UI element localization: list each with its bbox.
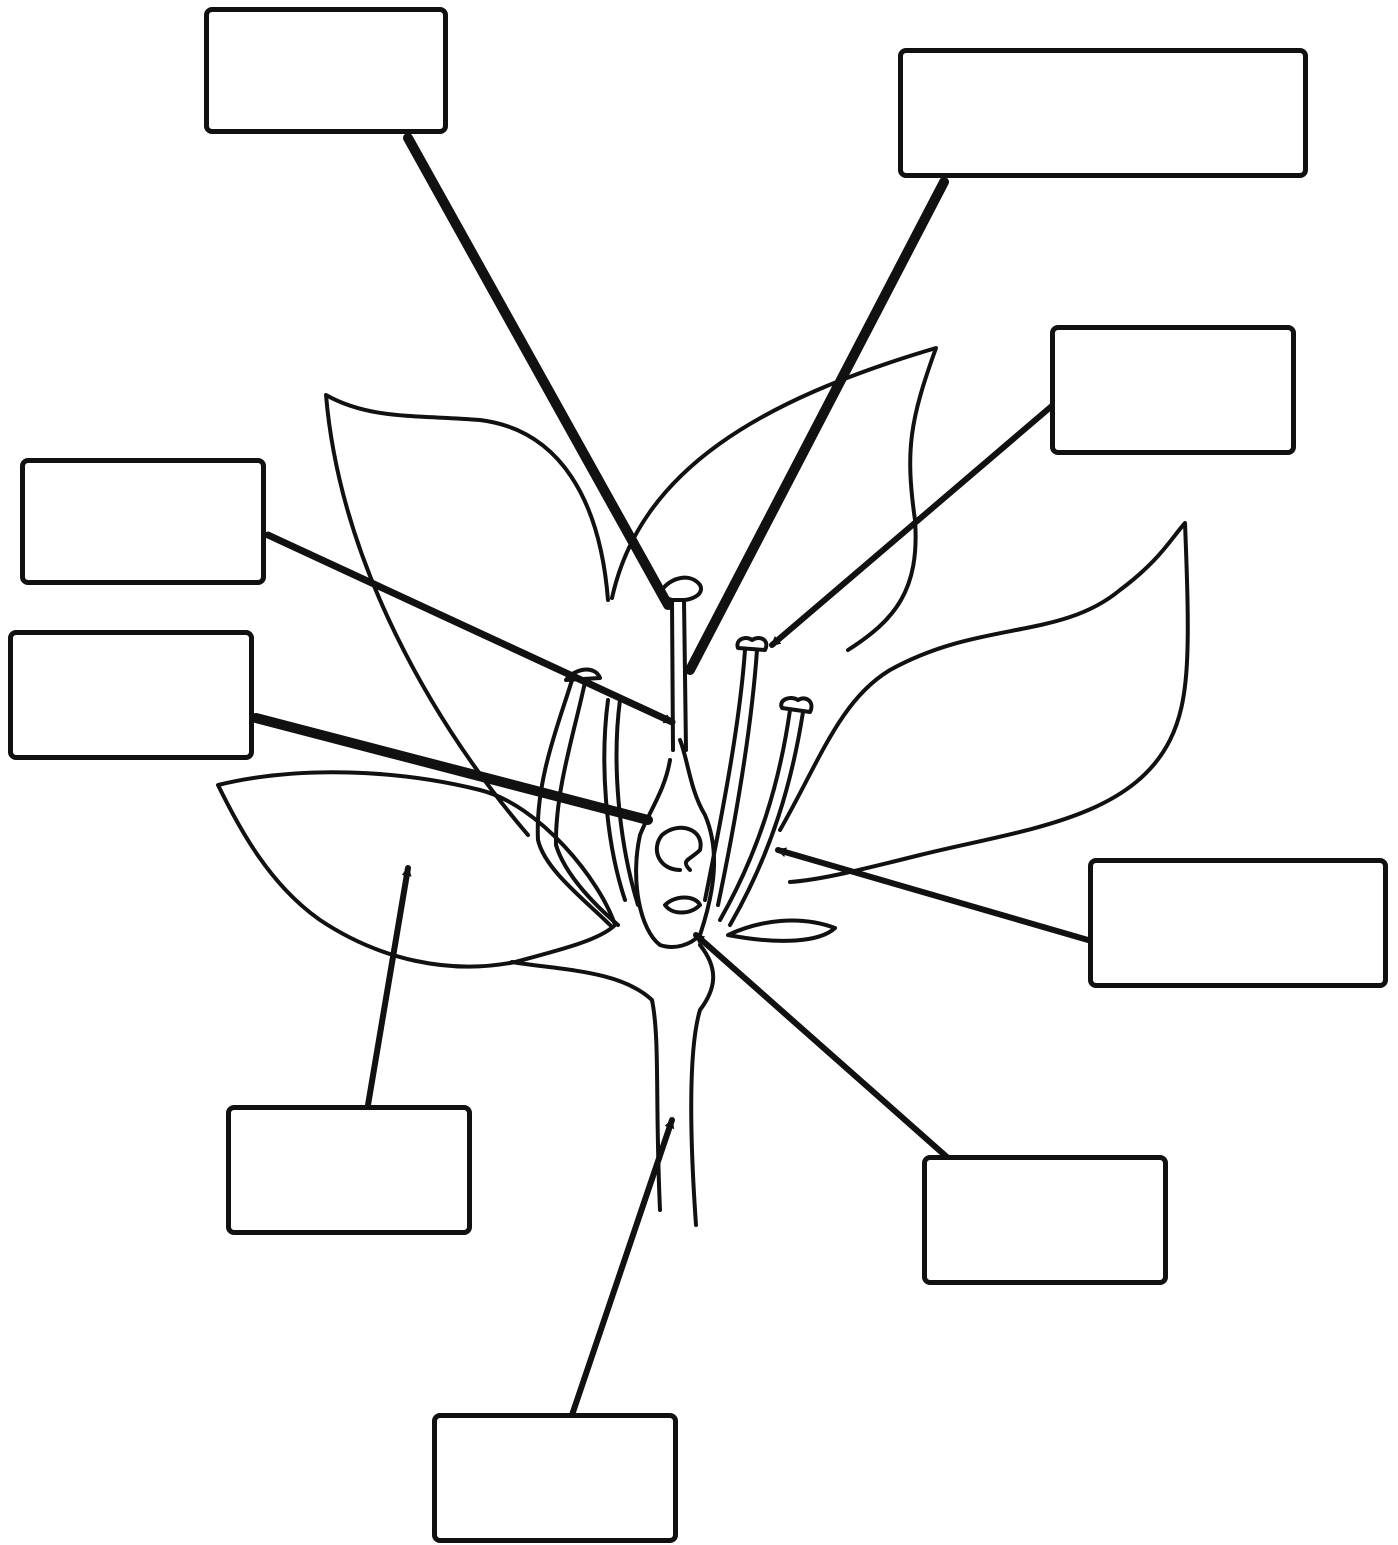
style-stem bbox=[672, 600, 686, 750]
label-text-anther bbox=[1055, 330, 1291, 370]
petal-right bbox=[780, 523, 1188, 882]
stamen-right-1 bbox=[705, 650, 757, 905]
anther-2 bbox=[781, 698, 811, 712]
label-box-stalk[interactable] bbox=[432, 1413, 678, 1543]
ovule-small bbox=[665, 898, 700, 913]
leader-petal bbox=[368, 868, 408, 1105]
label-box-left-upper[interactable] bbox=[20, 458, 266, 585]
label-text-style bbox=[903, 53, 1303, 93]
leader-stigma bbox=[408, 138, 668, 605]
label-text-left-upper bbox=[25, 463, 261, 503]
label-box-anther[interactable] bbox=[1050, 325, 1296, 455]
label-box-receptacle[interactable] bbox=[922, 1155, 1168, 1285]
label-text-filament bbox=[1093, 863, 1383, 903]
stalk-outline-right bbox=[691, 945, 713, 1225]
stamen-left-inner bbox=[604, 700, 638, 905]
label-box-style[interactable] bbox=[898, 48, 1308, 178]
stalk-outline-left bbox=[512, 962, 660, 1210]
label-text-stalk bbox=[437, 1418, 673, 1458]
label-box-left-lower[interactable] bbox=[8, 630, 254, 760]
leader-left-upper bbox=[268, 535, 672, 722]
leader-stalk bbox=[572, 1120, 672, 1415]
label-text-stigma bbox=[209, 12, 443, 52]
ovule bbox=[657, 828, 701, 870]
label-box-filament[interactable] bbox=[1088, 858, 1388, 988]
leader-receptacle bbox=[696, 935, 948, 1158]
leader-style bbox=[690, 182, 944, 670]
label-text-left-lower bbox=[13, 635, 249, 675]
label-text-petal bbox=[231, 1110, 467, 1150]
sepal-right bbox=[728, 921, 835, 941]
label-text-receptacle bbox=[927, 1160, 1163, 1200]
label-box-petal[interactable] bbox=[226, 1105, 472, 1235]
label-box-stigma[interactable] bbox=[204, 7, 448, 134]
anther-1 bbox=[737, 638, 766, 650]
